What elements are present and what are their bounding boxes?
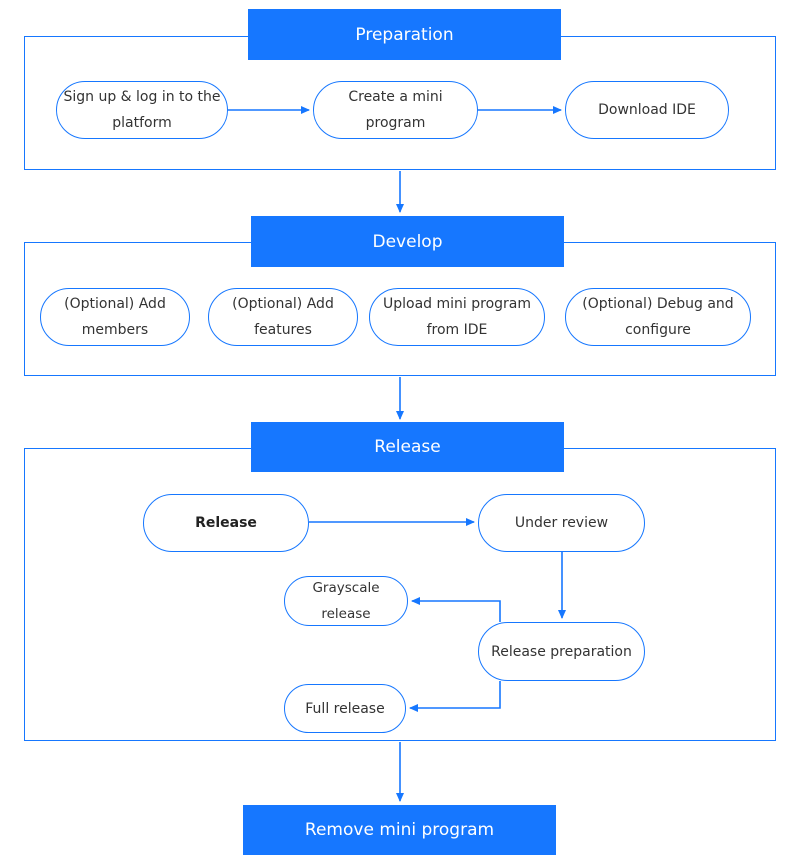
step-release-preparation: Release preparation bbox=[478, 622, 645, 681]
step-full-release: Full release bbox=[284, 684, 406, 733]
step-create-mini-program: Create a mini program bbox=[313, 81, 478, 139]
preparation-header: Preparation bbox=[248, 9, 561, 60]
step-grayscale-release: Grayscale release bbox=[284, 576, 408, 626]
step-release: Release bbox=[143, 494, 309, 552]
step-under-review: Under review bbox=[478, 494, 645, 552]
step-download-ide: Download IDE bbox=[565, 81, 729, 139]
remove-mini-program-header: Remove mini program bbox=[243, 805, 556, 855]
step-upload-from-ide: Upload mini program from IDE bbox=[369, 288, 545, 346]
release-header: Release bbox=[251, 422, 564, 472]
develop-header: Develop bbox=[251, 216, 564, 267]
step-sign-up-login: Sign up & log in to the platform bbox=[56, 81, 228, 139]
step-add-members: (Optional) Add members bbox=[40, 288, 190, 346]
step-debug-configure: (Optional) Debug and configure bbox=[565, 288, 751, 346]
step-add-features: (Optional) Add features bbox=[208, 288, 358, 346]
